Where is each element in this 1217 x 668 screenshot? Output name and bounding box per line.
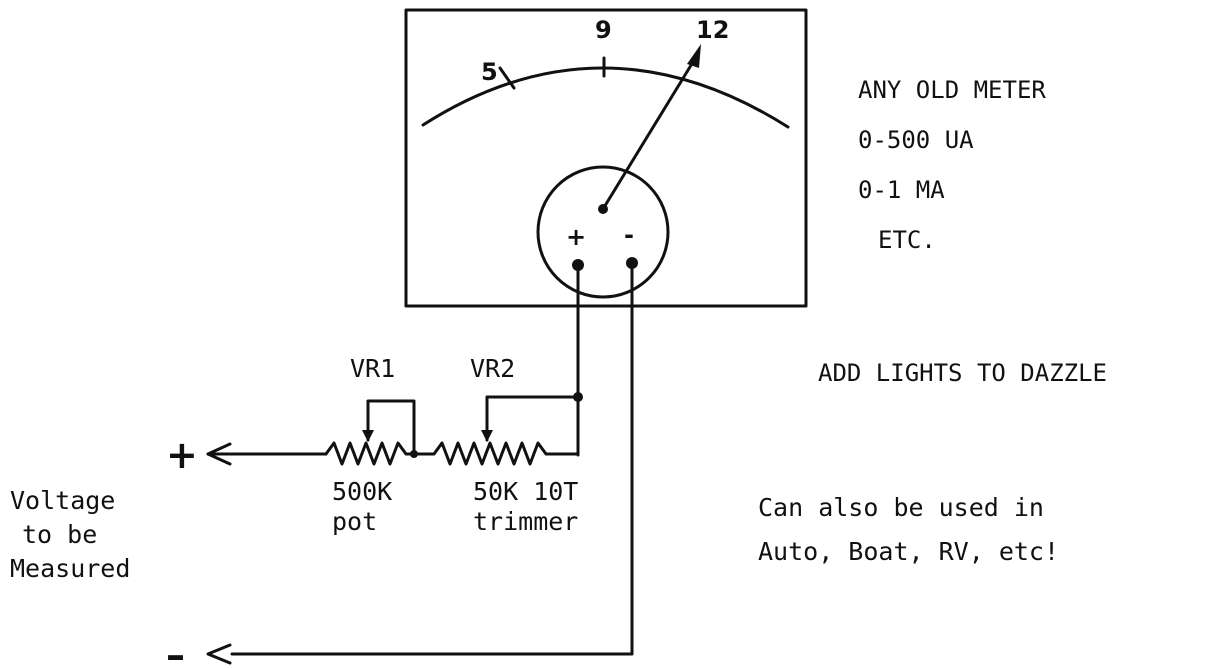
meter-needle [601,60,695,211]
vr1-kind: pot [332,507,377,536]
lights-note: ADD LIGHTS TO DAZZLE [818,359,1107,387]
scale-label-9: 9 [595,16,612,44]
minus-lead-wire [230,261,634,656]
needle-tip-icon [687,44,701,68]
needle-pivot [598,204,608,214]
plus-terminal-label: + [566,223,586,251]
usage-note-line-2: Auto, Boat, RV, etc! [758,537,1059,566]
vr2-name: VR2 [470,354,515,383]
vr1-wiper-arrow-icon [362,430,374,442]
scale-tick-5 [498,66,516,90]
usage-note-line-1: Can also be used in [758,493,1044,522]
meter-note-line-4: ETC. [878,226,936,254]
vr2-value: 50K 10T [473,477,578,506]
input-label-line-2: to be [22,520,97,549]
input-label-line-1: Voltage [10,486,115,515]
vr1-value: 500K [332,477,392,506]
vr1-wiper-loop [366,399,416,456]
input-plus-sign: + [166,433,198,477]
meter: 5 9 12 + - [404,8,808,308]
scale-label-12: 12 [696,16,729,44]
plus-input-arrow [206,442,328,466]
meter-frame [404,8,808,308]
vr2-wiper-loop [485,395,580,442]
meter-note-line-1: ANY OLD METER [858,76,1046,104]
meter-note-line-3: 0-1 MA [858,176,945,204]
minus-terminal-label: - [624,221,634,249]
meter-movement-circle [536,165,670,299]
meter-scale-arc [421,66,790,129]
vr2-wiper-arrow-icon [481,430,493,442]
vr2-trimmer [412,392,583,466]
minus-input-arrow [206,643,232,665]
input-minus-sign: – [166,633,185,668]
vr2-junction-dot [573,392,583,402]
vr1-zigzag [324,441,416,466]
vr2-kind: trimmer [473,507,578,536]
vr1-name: VR1 [350,354,395,383]
vr1-potentiometer [324,399,418,466]
input-label-line-3: Measured [10,554,130,583]
vr2-zigzag [412,441,580,466]
scale-label-5: 5 [481,58,498,86]
meter-note-line-2: 0-500 UA [858,126,974,154]
